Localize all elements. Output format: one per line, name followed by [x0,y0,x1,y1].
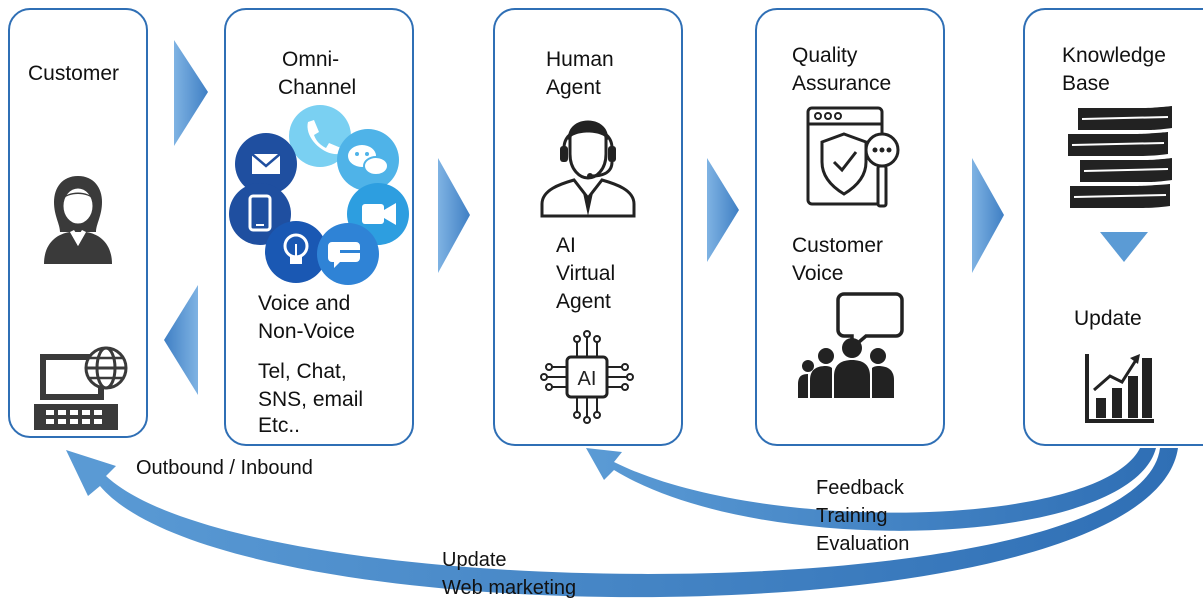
customer-voice-line1: Customer [792,234,884,257]
update-web-line2: Web marketing [442,577,577,599]
customer-label: Customer [28,62,120,85]
knowledge-panel [1023,8,1203,446]
email-icon [235,133,297,195]
chat-bubble-icon [337,129,399,191]
ai-chip-icon: AI [540,330,634,424]
agent-panel [493,8,683,446]
knowledge-line1: Knowledge [1062,44,1166,67]
omni-sub-line1: Voice and [258,292,351,315]
feedback-curve [586,448,1156,531]
omni-detail-line1: Tel, Chat, [258,360,347,383]
customer-voice-line2: Voice [792,262,844,285]
arrow-agent-to-quality [707,158,739,262]
books-stack-icon [1068,106,1172,208]
omni-detail-line2: SNS, email [258,388,364,411]
phone-icon [289,105,351,167]
ai-chip-text: AI [578,368,597,390]
omni-channel-ring [229,105,409,285]
omni-title-line1: Omni- [282,48,340,71]
arrow-quality-to-knowledge [972,158,1004,273]
speech-bubbles-icon [317,223,379,285]
ai-agent-line3: Agent [556,290,611,313]
feedback-line2: Training [816,505,888,527]
omni-title-line2: Channel [278,76,357,99]
growth-chart-icon [1085,354,1154,423]
arrow-omni-to-customer [164,285,198,395]
ai-agent-line1: AI [556,234,576,257]
customer-woman-icon [44,176,112,264]
ai-agent-line2: Virtual [556,262,616,285]
update-curve [66,448,1178,598]
knowledge-line2: Base [1062,72,1110,95]
lightbulb-icon [265,221,327,283]
knowledge-update-label: Update [1074,307,1142,330]
headset-agent-icon [540,120,636,218]
feedback-line3: Evaluation [816,533,910,555]
outbound-inbound-label: Outbound / Inbound [136,457,313,479]
human-agent-line2: Agent [546,76,601,99]
omni-sub-line2: Non-Voice [258,320,355,343]
quality-line1: Quality [792,44,858,67]
update-web-line1: Update [442,549,507,571]
arrow-knowledge-down [1100,232,1148,262]
laptop-globe-icon [34,346,128,430]
omni-detail-line3: Etc.. [258,414,301,437]
group-speech-icon [798,292,904,398]
human-agent-line1: Human [546,48,614,71]
arrow-omni-to-agent [438,158,470,273]
shield-check-browser-icon [806,106,900,208]
quality-line2: Assurance [792,72,892,95]
arrow-customer-to-omni [174,40,208,146]
feedback-line1: Feedback [816,477,904,499]
